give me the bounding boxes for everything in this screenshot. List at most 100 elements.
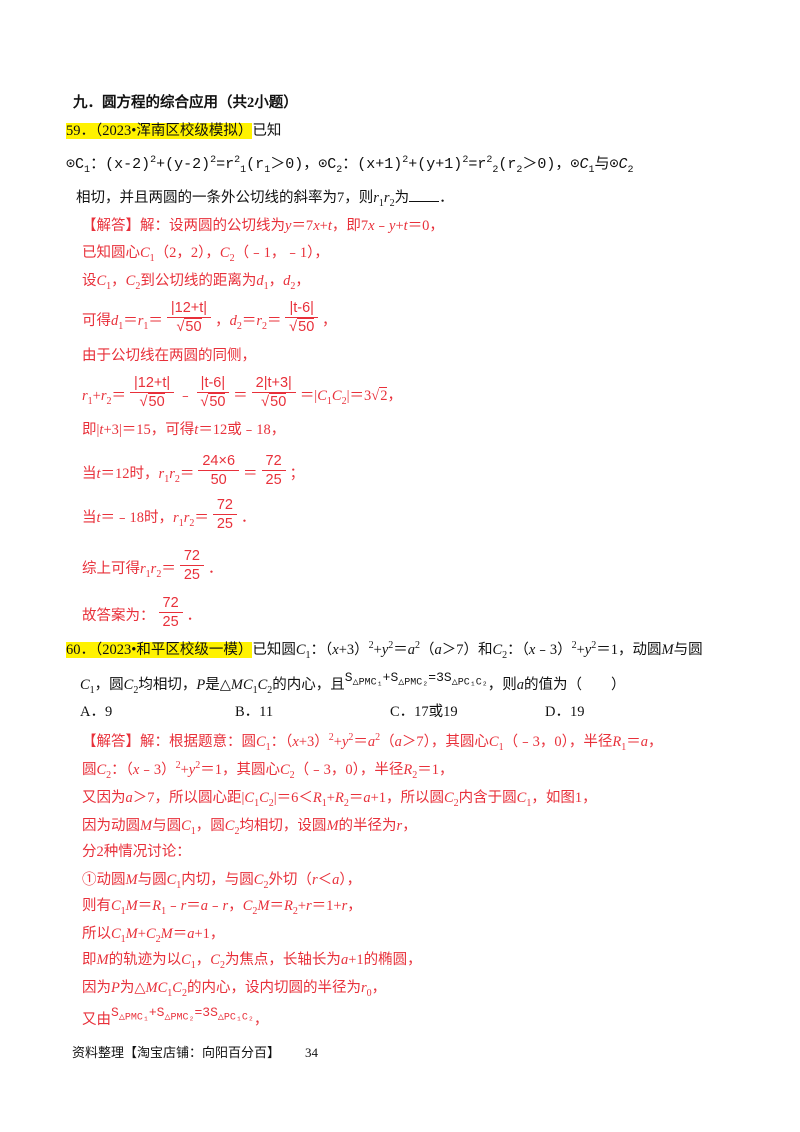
subscript: 2 — [229, 252, 235, 264]
text: （﹣3，0），半径 — [294, 762, 404, 778]
answer-blank — [409, 201, 440, 202]
math-variable: M — [230, 677, 243, 693]
text: + — [326, 790, 335, 806]
math-variable: y — [188, 762, 196, 778]
math-variable: r — [137, 313, 144, 329]
math-variable: y — [285, 218, 292, 234]
subscript: 2 — [453, 797, 459, 809]
text: ：(x+1) — [342, 156, 403, 173]
text: ＝1， — [417, 762, 454, 778]
superscript: 2 — [150, 155, 157, 166]
text: ＝| — [299, 388, 318, 404]
subscript: 1 — [378, 197, 384, 209]
text: 的轨迹为以 — [108, 952, 182, 968]
math-variable: C — [331, 388, 342, 404]
text: ， — [402, 818, 417, 834]
subscript: 2 — [341, 395, 347, 407]
text: ，如图1， — [531, 790, 597, 806]
text-line: r1+r2＝|12+t|√50﹣|t-6|√50＝2|t+3|√50＝|C1C2… — [82, 374, 402, 411]
math-variable: R — [403, 762, 413, 778]
text: ：（ — [507, 642, 529, 658]
math-variable: M — [145, 980, 158, 996]
radicand: 50 — [184, 318, 202, 335]
text: ①动圆 — [82, 872, 126, 888]
math-variable: r — [360, 980, 367, 996]
math-variable: x — [528, 642, 536, 658]
text: 故答案为： — [82, 608, 155, 624]
subscript: 1 — [145, 568, 151, 580]
text: 的值为（ ） — [523, 677, 626, 693]
math-variable: C — [140, 245, 150, 261]
math-variable: t — [99, 422, 104, 438]
text-line: 又因为a＞7，所以圆心距|C1C2|＝6＜R1+R2＝a+1，所以圆C2内含于圆… — [82, 788, 597, 808]
text-line: 【解答】解：根据题意：圆C1：（x+3）2+y2＝a2（a＞7），其圆心C1（﹣… — [82, 732, 662, 753]
math-variable: r — [373, 190, 379, 206]
math-variable: C — [111, 898, 121, 914]
text: ， — [347, 898, 362, 914]
subscript: 2 — [189, 517, 195, 529]
text: + — [395, 218, 404, 234]
text: + — [333, 734, 342, 750]
text: 设 — [82, 273, 97, 289]
text: 为△ — [119, 980, 146, 996]
text: ， — [195, 952, 211, 968]
text: （ — [380, 734, 395, 750]
text-line: 即|t+3|＝15，可得t＝12或﹣18， — [82, 420, 285, 440]
area-subscript: △PC₁C₂ — [451, 677, 488, 689]
math-variable: R — [612, 734, 622, 750]
text: 为 — [394, 190, 410, 206]
text-line: C1，圆C2均相切，P是△MC1C2的内心，且S△PMC₁+S△PMC₂=3S△… — [80, 670, 626, 696]
text: ﹣3） — [139, 762, 176, 778]
text: ＝ — [626, 734, 641, 750]
text-line: 59．（2023•浑南区校级模拟）已知 — [66, 121, 281, 141]
text-line: 已知圆心C1（2，2），C2（﹣1，﹣1）， — [82, 243, 329, 263]
subscript: 2 — [412, 769, 418, 781]
math-variable: M — [96, 952, 109, 968]
text: 即| — [82, 422, 100, 438]
text: ， — [253, 1012, 269, 1028]
text: ＝1，其圆心 — [200, 762, 280, 778]
text: ＞7，所以圆心距| — [132, 790, 245, 806]
math-variable: a — [363, 790, 371, 806]
text: ＝ — [123, 313, 138, 329]
radical-sign: √ — [176, 319, 185, 335]
math-variable: r — [169, 466, 175, 482]
math-variable: y — [341, 734, 349, 750]
math-variable: r — [173, 510, 179, 526]
text: 因为 — [82, 980, 111, 996]
area-expression: S△PMC₁+S△PMC₂=3S△PC₁C₂ — [111, 1005, 254, 1023]
math-variable: C — [618, 156, 628, 173]
text: 分2种情况讨论： — [82, 844, 191, 860]
radicand: 50 — [297, 318, 315, 335]
text: ＝12时， — [100, 466, 159, 482]
math-variable: C — [224, 818, 235, 834]
subscript: 2 — [292, 905, 298, 917]
text-line: 60．（2023•和平区校级一模）已知圆C1：（x+3）2+y2＝a2（a＞7）… — [66, 640, 703, 660]
math-variable: C — [80, 677, 90, 693]
text: +1的椭圆， — [348, 952, 422, 968]
text-line: 【解答】解：设两圆的公切线为y＝7x+t，即7x﹣y+t＝0， — [82, 216, 444, 236]
text: 当 — [82, 510, 97, 526]
text: 由于公切线在两圆的同侧， — [82, 348, 256, 364]
area-subscript: △PC₁C₂ — [217, 1012, 254, 1024]
text: ＝ — [348, 790, 364, 806]
math-variable: r — [306, 898, 312, 914]
text: ＝ — [172, 926, 188, 942]
text: ＞7）和 — [441, 642, 493, 658]
numerator: 72 — [179, 547, 204, 566]
question-source-highlight: 59．（2023•浑南区校级模拟） — [66, 123, 253, 139]
text: |＝3 — [346, 388, 372, 404]
text: ＝ — [393, 642, 408, 658]
subscript: 2 — [236, 320, 242, 332]
math-variable: C — [210, 952, 220, 968]
text: ＝1，动圆 — [596, 642, 662, 658]
text: 为焦点，长轴长为 — [224, 952, 341, 968]
text: ＝ — [161, 561, 176, 577]
text: 又因为 — [82, 790, 126, 806]
math-variable: r — [396, 818, 403, 834]
text: ， — [215, 313, 230, 329]
math-variable: C — [492, 642, 503, 658]
text: ＝ — [179, 466, 195, 482]
area-symbol: +S — [148, 1005, 165, 1020]
